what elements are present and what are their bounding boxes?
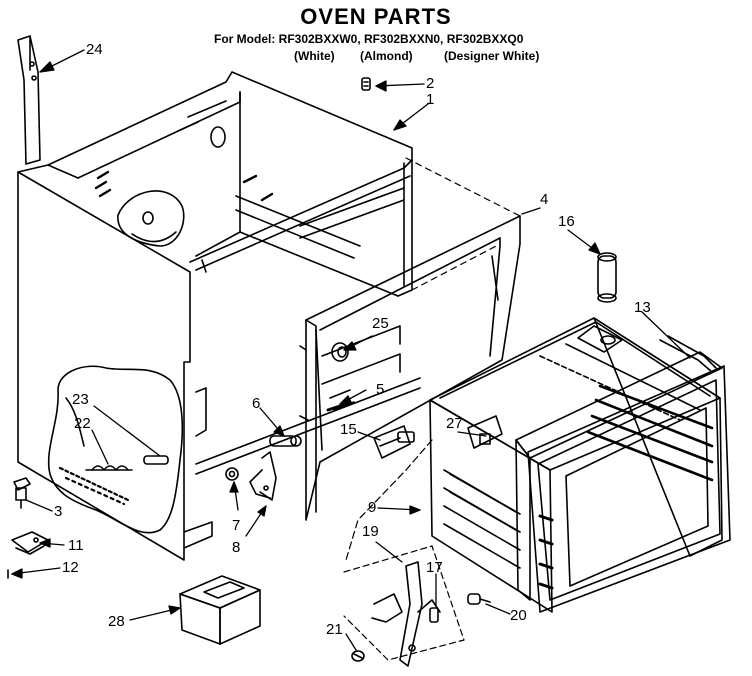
oven-cavity (429, 317, 731, 613)
callout-24: 24 (86, 41, 103, 58)
part-25-plug (331, 342, 349, 362)
part-17-screw (429, 607, 439, 623)
model-numbers: For Model: RF302BXXW0, RF302BXXN0, RF302… (214, 32, 524, 46)
callout-1: 1 (426, 91, 434, 108)
callout-21: 21 (326, 621, 343, 638)
callout-16: 16 (558, 213, 575, 230)
part-3-screw (13, 477, 31, 509)
callout-17: 17 (426, 559, 443, 576)
part-5-pin (326, 402, 348, 412)
oven-cabinet (17, 71, 421, 561)
callout-4: 4 (540, 191, 548, 208)
spring-part-22 (85, 465, 133, 471)
leader-lines (11, 49, 691, 651)
callout-20: 20 (510, 607, 527, 624)
callout-28: 28 (108, 613, 125, 630)
callout-labels: 24 2 1 4 16 13 25 5 6 15 27 23 22 3 11 1… (54, 41, 651, 638)
part-28-terminal-block (179, 575, 261, 645)
part-20-screw (467, 593, 491, 605)
variant-white: (White) (294, 49, 335, 63)
callout-22: 22 (74, 415, 91, 432)
callout-25: 25 (372, 315, 389, 332)
part-23-clip (143, 455, 169, 465)
part-9-wiring (345, 439, 433, 561)
callout-15: 15 (340, 421, 357, 438)
callout-27: 27 (446, 415, 463, 432)
page-title: OVEN PARTS (300, 4, 452, 29)
callout-7: 7 (232, 517, 240, 534)
callout-2: 2 (426, 75, 434, 92)
part-27-latch (467, 415, 503, 449)
part-16-tube (597, 252, 617, 303)
insulation-area (47, 365, 184, 534)
part-24-hinge-bracket (17, 35, 41, 165)
callout-3: 3 (54, 503, 62, 520)
part-19-door-hinge (343, 545, 465, 667)
variant-almond: (Almond) (360, 49, 413, 63)
callout-13: 13 (634, 299, 651, 316)
part-21-washer (351, 650, 365, 662)
callout-11: 11 (68, 537, 84, 554)
variant-designer-white: (Designer White) (444, 49, 540, 63)
callout-23: 23 (72, 391, 89, 408)
callout-6: 6 (252, 395, 260, 412)
callout-5: 5 (376, 381, 384, 398)
part-7-nut (225, 467, 239, 481)
callout-8: 8 (232, 539, 240, 556)
callout-12: 12 (62, 559, 79, 576)
part-2-screw (361, 77, 371, 91)
callout-19: 19 (362, 523, 379, 540)
part-15-bracket (373, 425, 415, 459)
callout-9: 9 (368, 499, 376, 516)
part-8-bracket (249, 451, 277, 501)
